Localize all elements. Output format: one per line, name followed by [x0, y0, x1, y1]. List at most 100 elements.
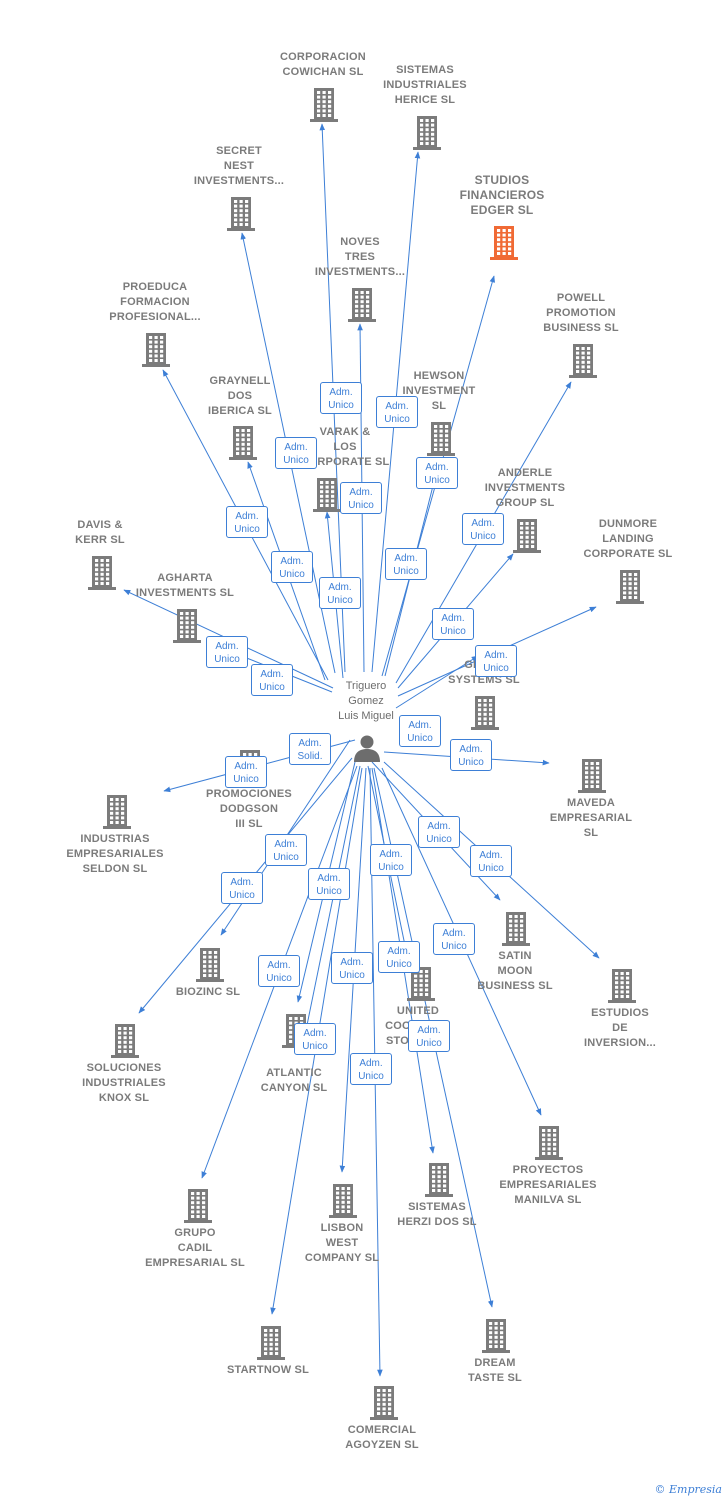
building-icon — [469, 694, 501, 730]
company-name-line: POWELL — [556, 292, 606, 304]
company-name-line: LOS — [333, 441, 357, 453]
role-label-line: Unico — [229, 890, 255, 901]
company-name-line: PROYECTOS — [512, 1164, 584, 1176]
person-name-line: Triguero — [345, 680, 387, 692]
building-icon — [346, 286, 378, 322]
role-label[interactable]: Adm.Unico — [378, 941, 420, 973]
role-label-line: Adm. — [387, 946, 411, 957]
company-name-line: CANYON SL — [260, 1082, 328, 1094]
role-label-line: Adm. — [379, 849, 403, 860]
role-label[interactable]: Adm.Unico — [418, 816, 460, 848]
company-name: STARTNOW SL — [203, 1363, 333, 1378]
company-name-line: VARAK & — [319, 426, 371, 438]
building-icon — [225, 195, 257, 231]
building-icon — [576, 757, 608, 793]
role-label-line: Adm. — [385, 401, 409, 412]
company-name-line: HEWSON — [413, 370, 465, 382]
role-label-line: Unico — [426, 834, 452, 845]
company-name-line: INDUSTRIAS — [80, 833, 150, 845]
role-label[interactable]: Adm.Unico — [450, 739, 492, 771]
role-label[interactable]: Adm.Unico — [399, 715, 441, 747]
role-label[interactable]: Adm.Unico — [433, 923, 475, 955]
role-label[interactable]: Adm.Unico — [206, 636, 248, 668]
role-label[interactable]: Adm.Unico — [462, 513, 504, 545]
company-name-line: SISTEMAS — [396, 64, 454, 76]
role-label[interactable]: Adm.Unico — [340, 482, 382, 514]
company-name-line: SYSTEMS SL — [448, 674, 520, 686]
role-label-line: Adm. — [329, 387, 353, 398]
building-icon — [109, 1022, 141, 1058]
role-label[interactable]: Adm.Unico — [225, 756, 267, 788]
company-name-line: MANILVA SL — [514, 1194, 582, 1206]
role-label[interactable]: Adm.Unico — [308, 868, 350, 900]
role-label-line: Unico — [441, 941, 467, 952]
role-label-line: Adm. — [471, 518, 495, 529]
company-name-line: MOON — [497, 965, 533, 977]
role-label[interactable]: Adm.Unico — [432, 608, 474, 640]
company-name-line: CADIL — [177, 1242, 213, 1254]
role-label[interactable]: Adm.Unico — [319, 577, 361, 609]
company-name-line: LISBON — [320, 1222, 364, 1234]
role-label[interactable]: Adm.Unico — [331, 952, 373, 984]
role-label-line: Unico — [327, 595, 353, 606]
building-icon — [194, 946, 226, 982]
role-label[interactable]: Adm.Unico — [350, 1053, 392, 1085]
role-label-line: Unico — [393, 566, 419, 577]
company-name-line: WEST — [325, 1237, 359, 1249]
role-label-line: Adm. — [484, 650, 508, 661]
building-icon — [368, 1384, 400, 1420]
company-name-line: PROFESIONAL... — [109, 311, 201, 323]
company-name-line: PROMOTION — [546, 307, 616, 319]
company-name-line: KERR SL — [75, 534, 125, 546]
role-label[interactable]: Adm. Unico — [265, 834, 307, 866]
role-label[interactable]: Adm.Solid. — [289, 733, 331, 765]
role-label[interactable]: Adm.Unico — [385, 548, 427, 580]
role-label[interactable]: Adm.Unico — [408, 1020, 450, 1052]
role-label[interactable]: Adm.Unico — [320, 382, 362, 414]
role-label-line: Adm. — [298, 738, 322, 749]
role-label[interactable]: Adm.Unico — [475, 645, 517, 677]
company-name-line: BUSINESS SL — [477, 980, 553, 992]
building-icon — [511, 517, 543, 553]
building-icon — [533, 1124, 565, 1160]
role-label[interactable]: Adm.Unico — [294, 1023, 336, 1055]
role-label[interactable]: Adm.Unico — [416, 457, 458, 489]
role-label-line: Adm. — [274, 839, 298, 850]
company-name-line: EMPRESARIAL SL — [145, 1257, 245, 1269]
company-name-line: COMPANY SL — [304, 1252, 380, 1264]
company-name-line: IBERICA SL — [208, 405, 272, 417]
role-label-line: Unico — [440, 626, 466, 637]
role-label-line: Adm. — [260, 669, 284, 680]
company-name-line: HERZI DOS SL — [397, 1216, 477, 1228]
building-icon — [425, 420, 457, 456]
role-label[interactable]: Adm.Unico — [376, 396, 418, 428]
building-icon — [308, 86, 340, 122]
role-label[interactable]: Adm.Unico — [370, 844, 412, 876]
copyright-credit[interactable]: © Empresia — [655, 1483, 723, 1496]
company-name-line: INVESTMENTS — [484, 482, 566, 494]
role-label-line: Unico — [458, 757, 484, 768]
role-label[interactable]: Adm.Unico — [275, 437, 317, 469]
role-label-line: Unico — [273, 852, 299, 863]
role-label[interactable]: Adm.Unico — [221, 872, 263, 904]
role-label[interactable]: Adm.Unico — [251, 664, 293, 696]
company-name-line: FORMACION — [120, 296, 190, 308]
role-label[interactable]: Adm.Unico — [226, 506, 268, 538]
role-label-line: Adm. — [235, 511, 259, 522]
role-label[interactable]: Adm.Unico — [470, 845, 512, 877]
company-name-line: NEST — [223, 160, 255, 172]
role-label-line: Adm. — [303, 1028, 327, 1039]
company-name: ANDERLE INVESTMENTS GROUP SL — [460, 466, 590, 511]
company-name-line: INVESTMENTS... — [314, 266, 406, 278]
building-icon — [411, 114, 443, 150]
company-name-line: GROUP SL — [495, 497, 555, 509]
role-label[interactable]: Adm.Unico — [271, 551, 313, 583]
company-name-line: UNITED — [396, 1005, 440, 1017]
company-name-line: ANDERLE — [497, 467, 553, 479]
role-label[interactable]: Adm.Unico — [258, 955, 300, 987]
company-name-line: SOLUCIONES — [86, 1062, 162, 1074]
